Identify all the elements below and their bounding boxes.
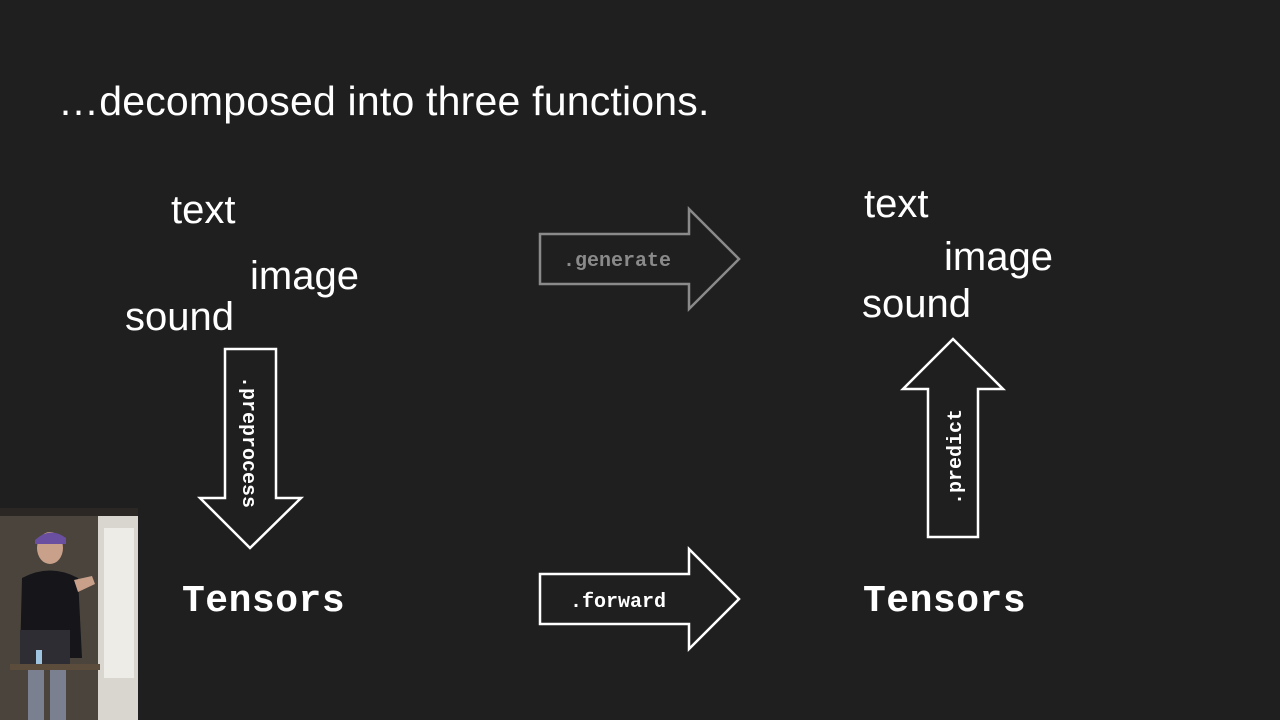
generate-label: .generate bbox=[563, 250, 671, 273]
left-word-sound: sound bbox=[125, 295, 234, 339]
left-tensors-label: Tensors bbox=[182, 580, 346, 623]
forward-label: .forward bbox=[570, 591, 666, 614]
presenter-figure bbox=[0, 508, 138, 720]
predict-label: .predict bbox=[945, 409, 968, 505]
right-word-text: text bbox=[864, 182, 929, 226]
presenter-webcam-icon bbox=[0, 508, 138, 720]
predict-arrow: .predict bbox=[899, 337, 1007, 539]
preprocess-arrow: .preprocess bbox=[196, 347, 305, 550]
preprocess-label: .preprocess bbox=[236, 376, 259, 508]
right-word-sound: sound bbox=[862, 282, 971, 326]
right-word-image: image bbox=[944, 235, 1053, 279]
left-word-text: text bbox=[171, 188, 236, 232]
generate-arrow: .generate bbox=[538, 205, 741, 313]
forward-arrow: .forward bbox=[538, 545, 741, 653]
slide-title: …decomposed into three functions. bbox=[58, 78, 710, 124]
left-word-image: image bbox=[250, 254, 359, 298]
right-tensors-label: Tensors bbox=[863, 580, 1027, 623]
